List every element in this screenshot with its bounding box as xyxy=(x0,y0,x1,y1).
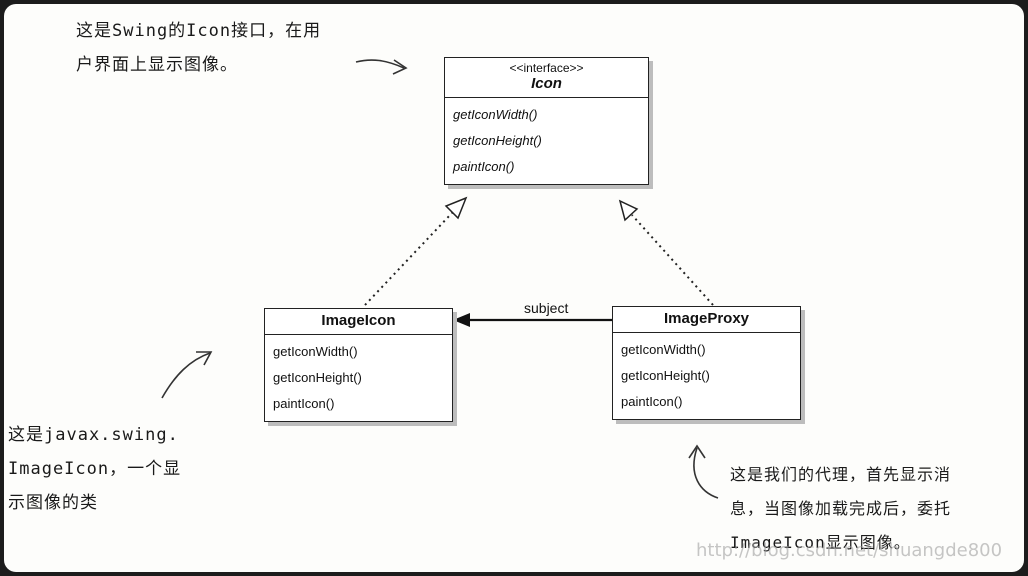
imageproxy-class-header: ImageProxy xyxy=(613,307,800,333)
icon-interface-box: <<interface>> Icon getIconWidth() getIco… xyxy=(444,57,649,185)
icon-interface-header: <<interface>> Icon xyxy=(445,58,648,98)
imageproxy-class-box: ImageProxy getIconWidth() getIconHeight(… xyxy=(612,306,801,420)
imageicon-note-arrow xyxy=(161,352,211,399)
icon-interface-note: 这是Swing的Icon接口，在用 户界面上显示图像。 xyxy=(76,14,321,82)
subject-association-label: subject xyxy=(524,300,569,316)
imageproxy-realization-arrowhead xyxy=(618,199,639,222)
imageicon-method: getIconWidth() xyxy=(273,344,358,359)
imageicon-note-arrowhead xyxy=(196,351,213,366)
icon-note-arrow xyxy=(355,59,405,69)
imageicon-method: paintIcon() xyxy=(273,396,335,411)
imageicon-class-name: ImageIcon xyxy=(321,312,396,329)
icon-method: getIconHeight() xyxy=(453,133,542,148)
icon-method: getIconWidth() xyxy=(453,107,538,122)
subject-association-arrowhead xyxy=(453,313,470,327)
note-line: 这是Swing的Icon接口，在用 xyxy=(76,21,322,41)
note-line: ImageIcon，一个显 xyxy=(8,459,182,479)
imageicon-methods: getIconWidth() getIconHeight() paintIcon… xyxy=(265,335,452,421)
imageicon-realization-arrowhead xyxy=(444,196,468,220)
icon-methods: getIconWidth() getIconHeight() paintIcon… xyxy=(445,98,648,184)
imageicon-note: 这是javax.swing. ImageIcon，一个显 示图像的类 xyxy=(8,418,181,520)
imageproxy-methods: getIconWidth() getIconHeight() paintIcon… xyxy=(613,333,800,419)
imageicon-class-header: ImageIcon xyxy=(265,309,452,335)
note-line: 示图像的类 xyxy=(8,493,98,513)
proxy-note-arrow xyxy=(693,447,719,499)
imageproxy-realization-line xyxy=(631,214,714,306)
imageproxy-class-name: ImageProxy xyxy=(663,310,750,327)
icon-note-arrowhead xyxy=(392,59,408,75)
interface-stereotype: <<interface>> xyxy=(509,61,584,75)
note-line: 这是javax.swing. xyxy=(8,425,179,445)
imageproxy-method: getIconWidth() xyxy=(621,342,706,357)
note-line: 户界面上显示图像。 xyxy=(76,55,238,75)
note-line: 息，当图像加载完成后，委托 xyxy=(730,499,952,518)
note-line: 这是我们的代理，首先显示消 xyxy=(730,465,952,484)
imageproxy-method: paintIcon() xyxy=(621,394,683,409)
imageicon-class-box: ImageIcon getIconWidth() getIconHeight()… xyxy=(264,308,453,422)
imageicon-method: getIconHeight() xyxy=(273,370,362,385)
note-line: ImageIcon显示图像。 xyxy=(730,533,911,552)
proxy-note-arrowhead xyxy=(688,444,706,459)
imageproxy-note: 这是我们的代理，首先显示消 息，当图像加载完成后，委托 ImageIcon显示图… xyxy=(730,458,951,560)
icon-method: paintIcon() xyxy=(453,159,515,174)
watermark: http://blog.csdn.net/shuangde800 xyxy=(696,540,1003,561)
icon-class-name: Icon xyxy=(531,75,562,92)
imageicon-realization-line xyxy=(364,212,453,306)
imageproxy-method: getIconHeight() xyxy=(621,368,710,383)
